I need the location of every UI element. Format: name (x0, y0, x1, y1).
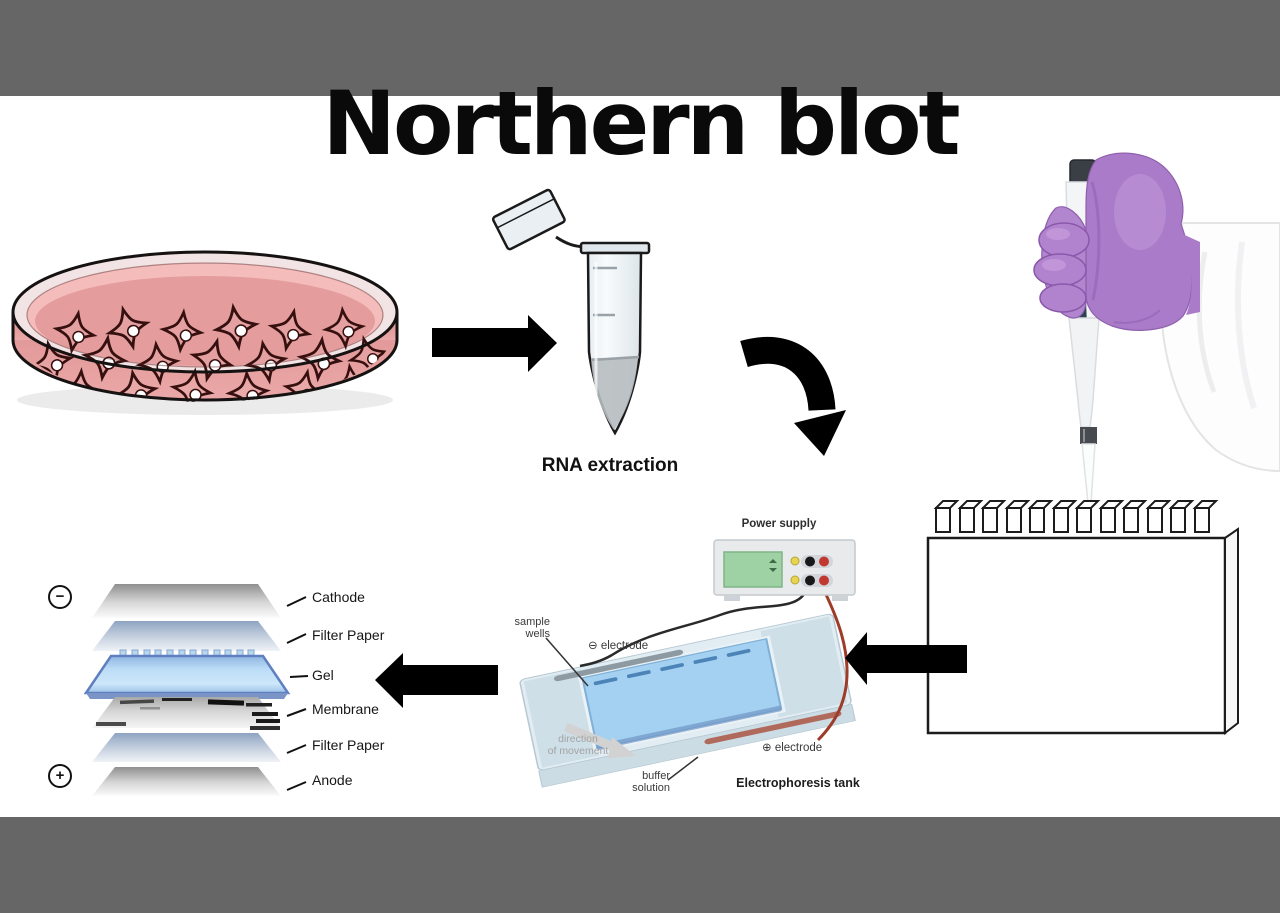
blot-stack-illustration (83, 584, 309, 796)
plus-terminal-icon: + (48, 764, 72, 788)
stack-label-membrane: Membrane (312, 701, 379, 717)
stack-label-cathode: Cathode (312, 589, 365, 605)
electrophoresis-tank-label: Electrophoresis tank (736, 776, 860, 790)
purple-glove (1033, 152, 1200, 331)
curved-arrow-tube-to-pipetting (740, 336, 846, 456)
gloved-hand-pipette-illustration (1033, 152, 1280, 504)
stack-label-anode: Anode (312, 772, 353, 788)
minus-terminal-icon: − (48, 585, 72, 609)
arrow-slab-to-tank (845, 632, 967, 685)
black-wire (579, 585, 810, 668)
cell-culture-dish-illustration (11, 250, 399, 415)
negative-electrode-label: ⊖ electrode (588, 640, 649, 652)
arrow-dish-to-tube (432, 315, 557, 372)
buffer-solution-leader (667, 756, 699, 781)
gel-slab-with-wells-illustration (926, 500, 1239, 736)
power-supply-label: Power supply (741, 518, 817, 530)
buffer-solution-label: buffer solution (632, 770, 670, 794)
power-supply-unit (713, 539, 856, 601)
gel-layer (83, 649, 291, 699)
filter-paper-top (92, 621, 281, 651)
filter-paper-bottom (92, 733, 281, 762)
red-wire (816, 585, 849, 742)
negative-electrode-bar (553, 649, 684, 682)
rna-extraction-label: RNA extraction (541, 455, 679, 476)
arrow-tank-to-stack (375, 653, 498, 708)
page-title: Northern blot (322, 72, 960, 175)
positive-electrode-label: ⊕ electrode (762, 742, 823, 754)
microcentrifuge-tube-illustration (491, 188, 651, 436)
anode-plate (92, 767, 281, 796)
stack-label-filter-paper-top: Filter Paper (312, 627, 385, 643)
stack-label-leaders (286, 596, 309, 791)
direction-of-movement-arrow (564, 722, 636, 758)
electrophoresis-tank-illustration (519, 539, 856, 788)
sample-wells-leader (545, 637, 589, 687)
sample-wells-label: sample wells (514, 616, 550, 640)
membrane-layer (92, 697, 281, 730)
stack-label-filter-paper-bottom: Filter Paper (312, 737, 385, 753)
positive-electrode-bar (704, 711, 842, 745)
power-supply-screen (723, 551, 783, 588)
bottom-letterbox-bar (0, 817, 1280, 913)
direction-of-movement-label: direction of movement (547, 733, 609, 757)
top-letterbox-bar (0, 0, 1280, 96)
stack-label-gel: Gel (312, 667, 334, 683)
cathode-plate (92, 584, 281, 618)
